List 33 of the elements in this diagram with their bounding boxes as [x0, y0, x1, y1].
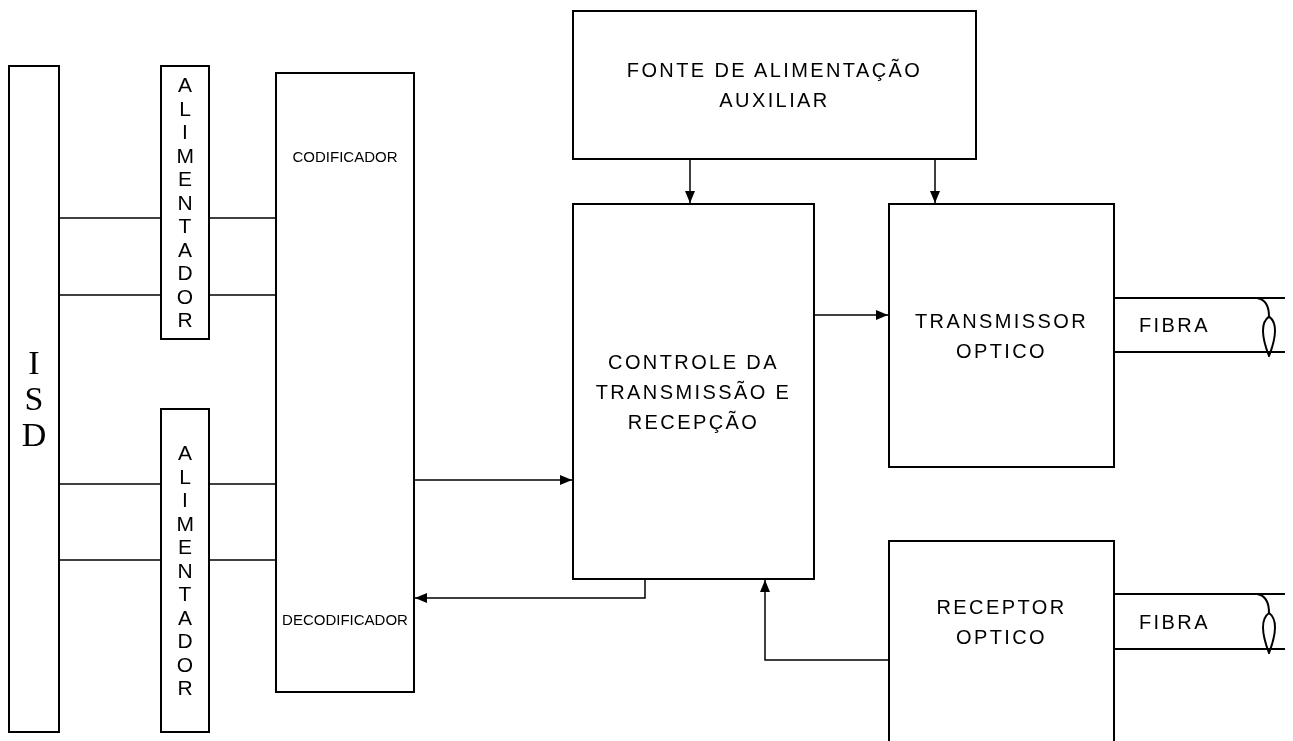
- connector-line: [209, 294, 276, 296]
- vertical-block: [8, 65, 60, 733]
- vertical-label: ALIMENTADOR: [176, 441, 194, 700]
- arrow: [760, 579, 889, 661]
- vertical-label: ALIMENTADOR: [176, 73, 194, 332]
- process-block: [888, 540, 1115, 741]
- connector-line: [59, 294, 161, 296]
- arrow: [685, 159, 695, 204]
- connector-line: [59, 559, 161, 561]
- codec-block: [275, 72, 415, 693]
- block-label: CODIFICADOR: [292, 147, 398, 167]
- connector-line: [59, 217, 161, 219]
- connector-line: [59, 483, 161, 485]
- block-label: CONTROLE DA TRANSMISSÃO E RECEPÇÃO: [594, 349, 793, 435]
- arrow: [814, 310, 889, 320]
- arrow: [930, 159, 940, 204]
- process-block: [888, 203, 1115, 468]
- vertical-label: ISD: [21, 345, 47, 453]
- cable-label: FIBRA: [1139, 609, 1210, 635]
- vertical-block: [160, 65, 210, 340]
- cable-label: FIBRA: [1139, 313, 1210, 338]
- connector-line: [209, 483, 276, 485]
- block-label: RECEPTOR OPTICO: [935, 594, 1068, 650]
- vertical-block: [160, 408, 210, 733]
- block-label: DECODIFICADOR: [282, 609, 408, 630]
- arrow: [414, 579, 646, 603]
- block-label: FONTE DE ALIMENTAÇÃO AUXILIAR: [625, 57, 924, 113]
- block-label: TRANSMISSOR OPTICO: [913, 308, 1090, 364]
- connector-line: [209, 217, 276, 219]
- arrow: [414, 475, 573, 485]
- process-block: [572, 203, 815, 580]
- process-block: [572, 10, 977, 160]
- connector-line: [209, 559, 276, 561]
